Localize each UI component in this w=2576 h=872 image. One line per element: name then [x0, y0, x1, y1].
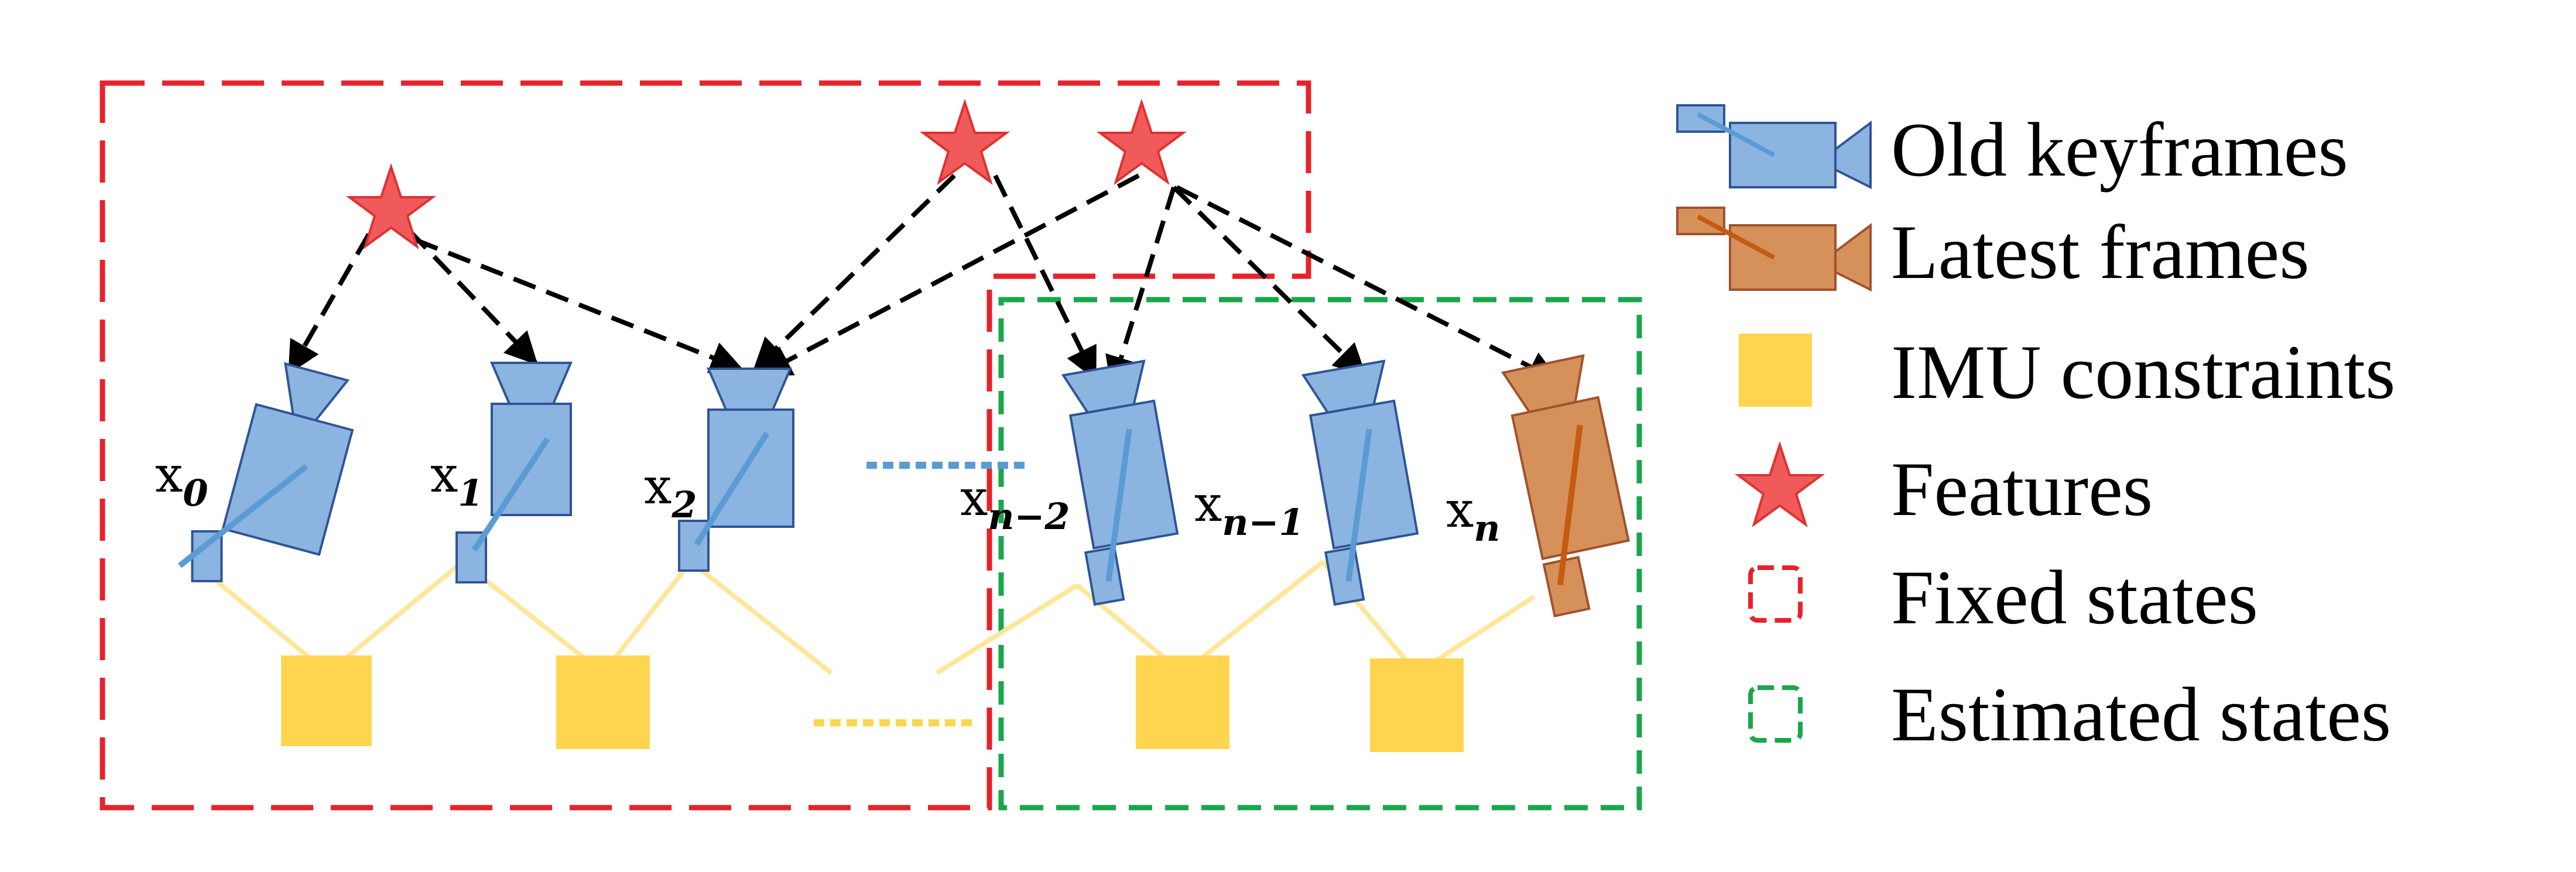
- imu-constraints: [281, 655, 1464, 752]
- old-keyframe-camera-x0: [177, 362, 354, 582]
- legend-imu-constraints-label: IMU constraints: [1891, 329, 2396, 415]
- legend-features-label: Features: [1891, 446, 2153, 532]
- legend-feature-star-icon: [1734, 441, 1825, 528]
- node-label-x1: x1: [430, 446, 484, 514]
- legend-estimated-states-icon: [1748, 685, 1803, 743]
- imu-square-1: [281, 655, 372, 746]
- legend-estimated-states-label: Estimated states: [1891, 671, 2391, 757]
- features: [345, 98, 1187, 250]
- node-label-x2: x2: [644, 458, 697, 526]
- observation-arrows: [287, 173, 1560, 390]
- node-label-x0: x0: [155, 446, 208, 514]
- legend-old-keyframe-icon: [1676, 104, 1872, 190]
- node-label-xn1: xn−1: [1194, 475, 1304, 544]
- fixed-states-box: [100, 80, 1311, 811]
- old-keyframe-camera-x1: [455, 362, 573, 583]
- imu-square-3: [1136, 655, 1229, 749]
- legend-latest-frame-icon: [1676, 207, 1872, 292]
- latest-frame-camera-xn: [1501, 354, 1630, 617]
- legend-old-keyframes-label: Old keyframes: [1891, 107, 2348, 193]
- node-label-xn: xn: [1446, 481, 1500, 550]
- imu-square-4: [1370, 658, 1464, 752]
- legend-fixed-states-icon: [1748, 565, 1803, 623]
- feature-star-3: [1096, 98, 1187, 186]
- old-keyframe-camera-xn2: [1061, 359, 1179, 606]
- legend-imu-icon: [1739, 334, 1812, 407]
- legend: Old keyframes Latest frames IMU constrai…: [1676, 104, 2396, 757]
- feature-star-1: [345, 163, 437, 250]
- feature-star-2: [919, 98, 1010, 186]
- imu-square-2: [556, 655, 650, 749]
- node-label-xn2: xn−2: [960, 469, 1070, 538]
- estimated-states-box: [998, 297, 1642, 811]
- legend-fixed-states-label: Fixed states: [1891, 554, 2258, 640]
- old-keyframe-camera-x2: [678, 368, 794, 572]
- old-keyframe-camera-xn1: [1301, 359, 1419, 606]
- legend-latest-frames-label: Latest frames: [1891, 209, 2310, 295]
